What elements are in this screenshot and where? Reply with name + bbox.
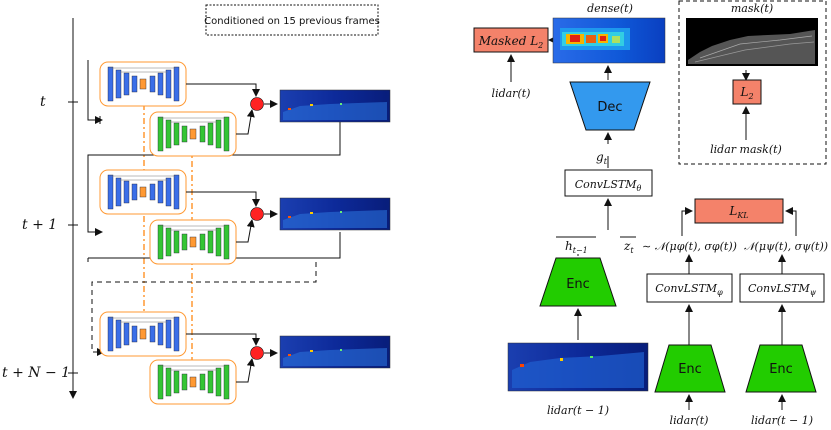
fusion-node-3	[250, 346, 264, 360]
enc-block-main	[539, 257, 617, 307]
mask-title: mask(t)	[731, 2, 773, 15]
lidar-t-bottom-label: lidar(t)	[670, 414, 709, 427]
lidar-t-label: lidar(t)	[492, 87, 531, 100]
mask-panel	[678, 0, 827, 165]
masked-l2-box	[473, 27, 549, 53]
output-heatmap-2	[279, 197, 391, 231]
convlstm-phi-box	[646, 273, 733, 303]
n-psi-label: 𝒩(μψ(t), σψ(t))	[744, 240, 828, 253]
lkl-label: LKL	[728, 204, 748, 220]
enc-label-psi: Enc	[769, 362, 793, 377]
enc-block-psi	[745, 344, 817, 393]
conditioned-note: Conditioned on 15 previous frames	[204, 16, 380, 27]
h-t1-label: ht−1	[565, 239, 588, 255]
enc-block-phi	[654, 344, 726, 393]
output-heatmap-1	[279, 89, 391, 123]
lidar-tm1-bottom-label: lidar(t − 1)	[751, 414, 813, 427]
convlstm-psi-label: ConvLSTMψ	[748, 282, 817, 297]
lidar-mask-label: lidar mask(t)	[710, 143, 782, 156]
unet-green-2	[149, 219, 237, 265]
z-t-label: zt	[623, 239, 634, 255]
g-t-label: gt	[596, 150, 608, 166]
fusion-node-2	[250, 207, 264, 221]
enc-label-main: Enc	[566, 277, 590, 292]
unet-green-1	[149, 111, 237, 157]
lidar-tm1-image	[507, 342, 649, 392]
unet-green-3	[149, 359, 237, 405]
dec-block	[569, 81, 651, 131]
dec-label: Dec	[597, 100, 622, 115]
dense-heatmap	[552, 17, 666, 64]
enc-label-phi: Enc	[678, 362, 702, 377]
output-heatmap-3	[279, 335, 391, 369]
dense-title: dense(t)	[587, 2, 633, 15]
lidar-tm1-label: lidar(t − 1)	[547, 404, 609, 417]
conditioned-note-box	[205, 4, 379, 36]
mask-image	[686, 18, 818, 66]
lkl-box	[694, 198, 784, 224]
convlstm-phi-label: ConvLSTMφ	[655, 282, 723, 297]
l2-label: L2	[739, 85, 753, 101]
convlstm-psi-box	[739, 273, 825, 303]
unet-blue-1	[99, 61, 187, 107]
l2-box	[732, 79, 762, 105]
convlstm-theta-box	[564, 169, 653, 197]
time-label-t: t	[40, 94, 46, 110]
time-label-t-plus-n-minus-1: t + N − 1	[2, 365, 70, 381]
n-phi-label: ∼ 𝒩(μφ(t), σφ(t))	[642, 240, 737, 253]
time-label-t-plus-1: t + 1	[22, 217, 57, 233]
masked-l2-label: Masked L2	[478, 34, 544, 50]
convlstm-theta-label: ConvLSTMθ	[575, 178, 642, 193]
unet-blue-2	[99, 169, 187, 215]
unet-blue-3	[99, 311, 187, 357]
fusion-node-1	[250, 97, 264, 111]
